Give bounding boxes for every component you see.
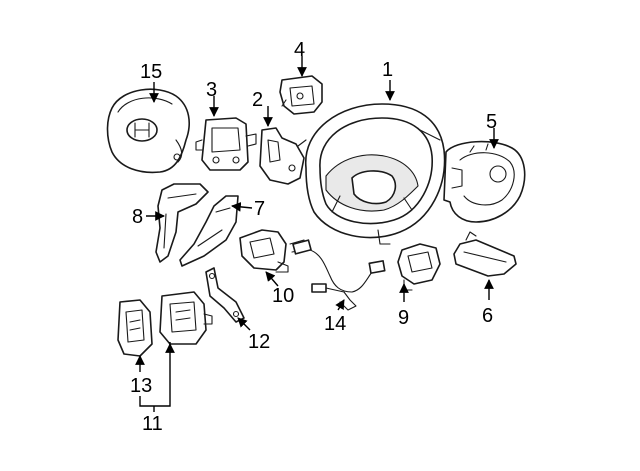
callout-14: 14	[324, 313, 346, 335]
part-7-right-garnish	[179, 195, 239, 267]
part-8-left-garnish	[155, 183, 209, 263]
part-4-switch-bracket	[279, 75, 323, 115]
callout-labels: 1 2 3 4 5 6 7 8 9 10 11 12 13 14 15	[130, 39, 497, 435]
leader-lines	[135, 56, 499, 412]
callout-2: 2	[252, 89, 263, 111]
callout-7: 7	[254, 198, 265, 220]
callout-3: 3	[206, 79, 217, 101]
callout-9: 9	[398, 307, 409, 329]
callout-5: 5	[486, 111, 497, 133]
part-6-lower-cover	[453, 231, 517, 277]
part-15-airbag-module	[106, 88, 190, 174]
part-14-wire-harness	[292, 239, 386, 311]
callout-1: 1	[382, 59, 393, 81]
part-2-bracket	[259, 127, 307, 185]
emblem-icon	[126, 118, 158, 142]
callout-8: 8	[132, 206, 143, 228]
callout-12: 12	[248, 331, 270, 353]
callout-15: 15	[140, 61, 162, 83]
callout-13: 13	[130, 375, 152, 397]
callout-6: 6	[482, 305, 493, 327]
part-1-steering-wheel	[305, 103, 446, 245]
callout-11: 11	[142, 413, 163, 435]
part-5-rear-cover	[443, 140, 526, 223]
callout-10: 10	[272, 285, 294, 307]
part-9-switch	[397, 243, 441, 291]
part-3-bracket	[195, 117, 257, 171]
part-11-switch	[159, 291, 213, 345]
part-12-bracket-plate	[205, 267, 245, 323]
callout-4: 4	[294, 39, 305, 61]
part-13-switch	[117, 299, 153, 357]
